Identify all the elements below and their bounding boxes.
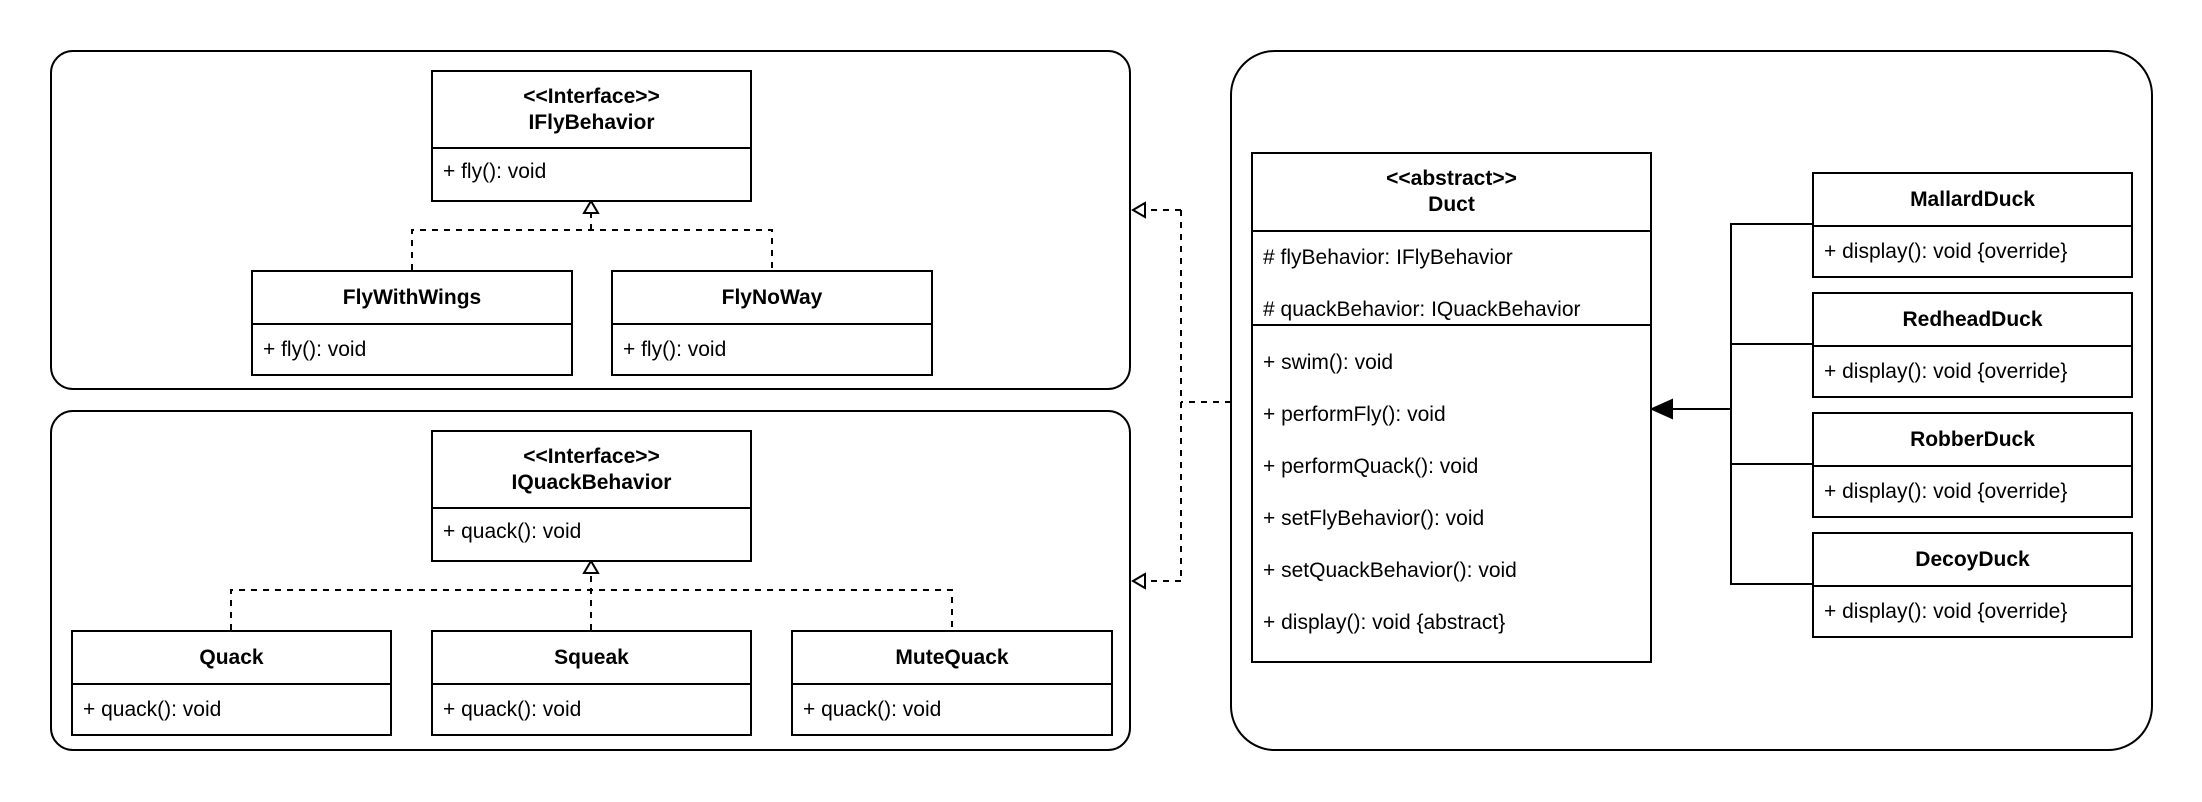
method: + display(): void {abstract} — [1263, 611, 1506, 634]
mallard-duck-class: MallardDuck + display(): void {override} — [1812, 172, 2133, 278]
fly-with-wings-class: FlyWithWings + fly(): void — [251, 270, 573, 376]
class-name: RobberDuck — [1910, 427, 2035, 451]
class-name: Quack — [199, 645, 264, 669]
inheritance-arrowhead — [1649, 398, 1673, 420]
method: + quack(): void — [443, 520, 582, 543]
fly-behavior-group-frame — [50, 50, 1131, 390]
method: + display(): void {override} — [1824, 360, 2068, 383]
quack-realization-lines — [230, 572, 953, 630]
method: + performFly(): void — [1263, 403, 1446, 426]
class-name: MallardDuck — [1910, 187, 2035, 211]
class-name: IQuackBehavior — [511, 470, 672, 494]
class-name: DecoyDuck — [1915, 547, 2030, 571]
duck-abstract-class: <<abstract>> Duct # flyBehavior: IFlyBeh… — [1251, 152, 1652, 663]
fly-dependency-arrowhead — [1131, 201, 1146, 219]
interface-stereotype: <<Interface>> — [523, 84, 660, 108]
attribute: # quackBehavior: IQuackBehavior — [1263, 298, 1581, 321]
class-name: Duct — [1428, 193, 1475, 216]
class-name: IFlyBehavior — [528, 110, 655, 134]
redhead-duck-class: RedheadDuck + display(): void {override} — [1812, 292, 2133, 398]
method: + fly(): void — [623, 338, 727, 361]
method: + display(): void {override} — [1824, 600, 2068, 623]
squeak-class: Squeak + quack(): void — [431, 630, 752, 736]
robber-duck-class: RobberDuck + display(): void {override} — [1812, 412, 2133, 518]
abstract-stereotype: <<abstract>> — [1386, 167, 1517, 190]
method: + fly(): void — [263, 338, 367, 361]
method: + swim(): void — [1263, 351, 1394, 374]
interface-stereotype: <<Interface>> — [523, 444, 660, 468]
class-name: FlyWithWings — [342, 285, 482, 309]
class-name: FlyNoWay — [721, 285, 823, 309]
method: + fly(): void — [443, 160, 547, 183]
method: + display(): void {override} — [1824, 240, 2068, 263]
method: + quack(): void — [83, 698, 222, 721]
iquack-behavior-interface: <<Interface>> IQuackBehavior + quack(): … — [431, 430, 752, 562]
quack-class: Quack + quack(): void — [71, 630, 392, 736]
fly-realization-arrowhead — [582, 199, 600, 214]
attribute: # flyBehavior: IFlyBehavior — [1263, 246, 1513, 269]
mute-quack-class: MuteQuack + quack(): void — [791, 630, 1113, 736]
method: + setFlyBehavior(): void — [1263, 507, 1485, 530]
quack-dependency-arrowhead — [1131, 572, 1146, 590]
class-name: RedheadDuck — [1902, 307, 2043, 331]
method: + setQuackBehavior(): void — [1263, 559, 1517, 582]
method: + display(): void {override} — [1824, 480, 2068, 503]
decoy-duck-class: DecoyDuck + display(): void {override} — [1812, 532, 2133, 638]
method: + quack(): void — [443, 698, 582, 721]
fly-realization-lines — [411, 212, 773, 270]
duck-group-frame — [1230, 50, 2153, 751]
quack-realization-arrowhead — [582, 559, 600, 574]
class-name: MuteQuack — [895, 645, 1009, 669]
method: + quack(): void — [803, 698, 942, 721]
method: + performQuack(): void — [1263, 455, 1479, 478]
duck-dependency-lines — [1144, 209, 1231, 582]
class-name: Squeak — [554, 645, 629, 669]
inheritance-lines — [1672, 223, 1812, 585]
fly-no-way-class: FlyNoWay + fly(): void — [611, 270, 933, 376]
ifly-behavior-interface: <<Interface>> IFlyBehavior + fly(): void — [431, 70, 752, 202]
quack-behavior-group-frame — [50, 410, 1131, 751]
